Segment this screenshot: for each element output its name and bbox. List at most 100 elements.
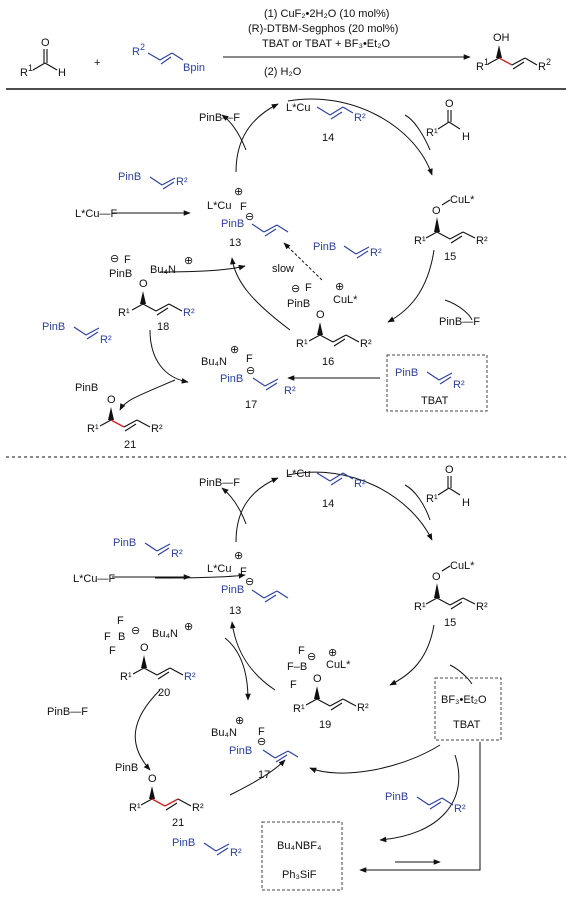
b-pinbf-top: PinB—F [199, 477, 240, 489]
b-c20-f3: F [109, 645, 116, 657]
a-label-21: 21 [124, 439, 136, 451]
a-c15-r1: R¹ [414, 235, 426, 247]
a-box-r2: R² [453, 379, 465, 391]
b-lcuf: L*Cu—F [73, 573, 115, 585]
a-c13-f: F [240, 201, 247, 213]
b-c15-cul: CuL* [450, 560, 475, 572]
vinyl-r-sup: 2 [140, 42, 145, 52]
a-c16-minus: ⊖ [291, 283, 300, 295]
a-c21-o: O [107, 394, 116, 406]
b-c15-o: O [432, 571, 441, 583]
a-ald-r: R¹ [426, 127, 438, 139]
b-c17-pinb: PinB [229, 745, 252, 757]
b-right-pinb: PinB [385, 791, 408, 803]
b-c13-minus: ⊖ [245, 576, 254, 588]
b-c13-lcu: L*Cu [207, 563, 231, 575]
a-c16-plus: ⊕ [335, 281, 344, 293]
a-c16-r2: R² [360, 338, 372, 350]
b-lcu-14: L*Cu [286, 468, 310, 480]
b-c19-cul: CuL* [326, 659, 351, 671]
a-c17-bu4n: Bu₄N [201, 356, 227, 368]
b-bot-pinb: PinB [172, 837, 195, 849]
a-ald-h: H [462, 131, 470, 143]
a-c17-pinb: PinB [220, 373, 243, 385]
aldehyde-o: O [41, 37, 50, 49]
b-pinbf-left: PinB—F [47, 706, 88, 718]
vinyl-bpin: Bpin [183, 62, 205, 74]
a-lcu-14: L*Cu [286, 102, 310, 114]
b-c20-minus: ⊖ [131, 625, 140, 637]
a-pinb-in-r2: R² [176, 176, 188, 188]
plus-sign: + [94, 57, 100, 69]
a-label-17: 17 [245, 399, 257, 411]
a-c15-cul: CuL* [450, 194, 475, 206]
a-c15-o: O [432, 205, 441, 217]
product-r1: R [476, 61, 484, 73]
a-label-18: 18 [157, 321, 169, 333]
b-c15-r1: R¹ [414, 601, 426, 613]
b-c21-o: O [148, 773, 157, 785]
a-c18-f: F [124, 254, 131, 266]
b-c17-plus: ⊕ [235, 715, 244, 727]
condition-line-1: (1) CuF₂•2H₂O (10 mol%) [264, 8, 389, 20]
a-slow-r2: R² [370, 247, 382, 259]
b-c20-b: B [118, 631, 125, 643]
a-c17-f: F [246, 353, 253, 365]
a-pinbf-top: PinB—F [199, 112, 240, 124]
b-c20-r1: R¹ [120, 671, 132, 683]
b-label-14: 14 [322, 498, 334, 510]
vinylboronate-reactant: R 2 Bpin [132, 42, 205, 74]
b-c19-b: F–B [287, 661, 307, 673]
cycle-b: PinB—F L*Cu R² 14 O R¹ H PinB R² L*Cu—F … [47, 464, 502, 891]
a-ald-o: O [445, 98, 454, 110]
a-label-16: 16 [322, 356, 334, 368]
product-r2-sup: 2 [546, 57, 551, 67]
b-c19-o: O [313, 673, 322, 685]
a-label-14: 14 [322, 132, 334, 144]
b-c20-f1: F [117, 615, 124, 627]
b-c17-bu4n: Bu₄N [211, 727, 237, 739]
aldehyde-reactant: O R 1 H [20, 37, 66, 79]
a-c18-o: O [139, 278, 148, 290]
b-box2-bu4nbf4: Bu₄NBF₄ [277, 840, 322, 852]
b-c20-r2: R² [184, 671, 196, 683]
a-label-15: 15 [444, 251, 456, 263]
aldehyde-h: H [58, 67, 66, 79]
b-box1-tbat: TBAT [453, 719, 481, 731]
b-c21-r1: R¹ [129, 802, 141, 814]
b-box1-bf3: BF₃•Et₂O [441, 694, 487, 706]
a-r2-14: R² [354, 112, 366, 124]
b-pinb-in: PinB [113, 537, 136, 549]
a-side-pinb: PinB [42, 321, 65, 333]
aldehyde-r: R [20, 67, 28, 79]
a-c21-r1: R¹ [87, 423, 99, 435]
b-ald-o: O [445, 464, 454, 476]
a-tbat-box [386, 354, 488, 412]
a-c16-f: F [305, 282, 312, 294]
a-box-pinb: PinB [395, 367, 418, 379]
a-c13-minus: ⊖ [245, 211, 254, 223]
a-pinbf-in: PinB—F [439, 316, 480, 328]
a-label-13: 13 [229, 237, 241, 249]
b-c20-f2: F [104, 631, 111, 643]
a-c21-r2: R² [151, 423, 163, 435]
a-c16-o: O [316, 309, 325, 321]
a-slow-pinb: PinB [313, 241, 336, 253]
a-c16-cul: CuL* [333, 294, 358, 306]
product-r1-sup: 1 [484, 57, 489, 67]
b-c15-r2: R² [476, 601, 488, 613]
a-pinb-in: PinB [118, 171, 141, 183]
a-slow-label: slow [272, 263, 294, 275]
a-c15-r2: R² [476, 235, 488, 247]
b-c21-r2: R² [192, 802, 204, 814]
a-c18-pinb: PinB [109, 268, 132, 280]
a-c18-r2: R² [183, 307, 195, 319]
b-c17-minus: ⊖ [257, 736, 266, 748]
condition-line-2: (R)-DTBM-Segphos (20 mol%) [248, 23, 398, 35]
a-c17-plus: ⊕ [230, 344, 239, 356]
b-label-17: 17 [258, 769, 270, 781]
b-label-21: 21 [172, 817, 184, 829]
a-lcuf: L*Cu—F [75, 208, 117, 220]
